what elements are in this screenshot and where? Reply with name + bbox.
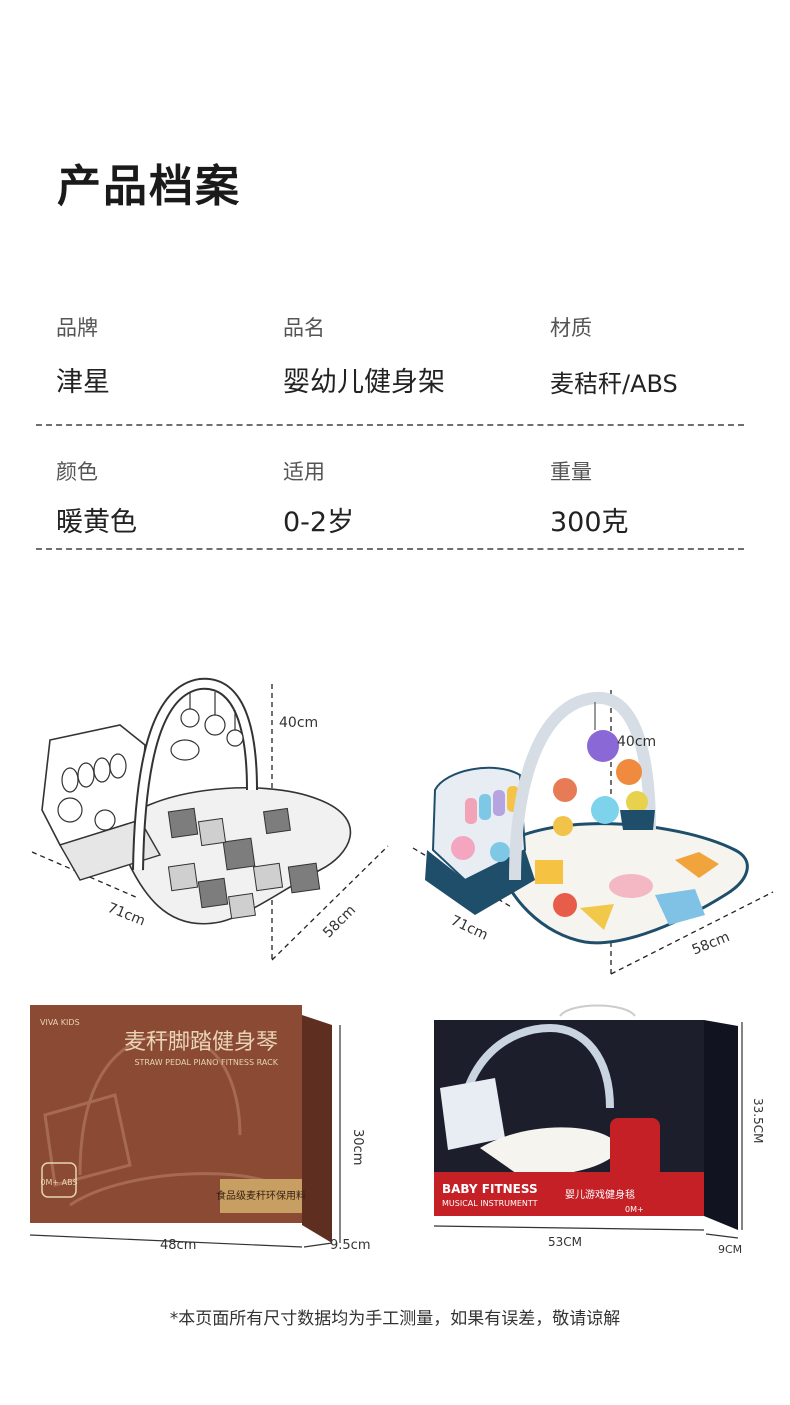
mat-shape-orange bbox=[675, 852, 719, 878]
spec-value: 婴幼儿健身架 bbox=[283, 367, 445, 398]
line-drawing-figure: 40cm 71cm 58cm bbox=[31, 677, 389, 961]
dim-height-label: 40cm bbox=[279, 715, 318, 731]
spec-material: 材质 麦秸秆/ABS bbox=[550, 312, 678, 399]
mat-shape-pink bbox=[609, 874, 653, 898]
mat-shape-yellow bbox=[535, 860, 563, 884]
box-banner bbox=[434, 1172, 704, 1216]
box-age: 0M+ bbox=[625, 1205, 644, 1214]
box-footer-text: 食品级麦秆环保用料 bbox=[216, 1189, 306, 1202]
dim-width-label: 58cm bbox=[320, 902, 359, 941]
spec-color: 颜色 暖黄色 bbox=[56, 456, 137, 539]
hanging-toy-yellow bbox=[626, 791, 648, 813]
spec-brand: 品牌 津星 bbox=[56, 312, 110, 399]
color-box-figure: BABY FITNESS MUSICAL INSTRUMENTT 婴儿游戏健身毯… bbox=[433, 1004, 765, 1256]
box-brand: VIVA KIDS bbox=[40, 1018, 80, 1027]
hanging-toy-blue bbox=[591, 796, 619, 824]
spec-label: 适用 bbox=[283, 460, 325, 484]
spec-value: 暖黄色 bbox=[56, 507, 137, 538]
box-height-label: 33.5CM bbox=[751, 1098, 765, 1143]
dim-width-label: 58cm bbox=[690, 929, 732, 959]
hanging-toy-orange bbox=[553, 778, 577, 802]
spec-label: 颜色 bbox=[56, 460, 98, 484]
spec-value: 300克 bbox=[550, 507, 629, 538]
spec-value: 0-2岁 bbox=[283, 507, 355, 538]
spec-value: 津星 bbox=[56, 367, 110, 398]
box-subtitle: STRAW PEDAL PIANO FITNESS RACK bbox=[134, 1058, 278, 1067]
spec-value: 麦秸秆/ABS bbox=[550, 370, 678, 398]
brown-box-figure: 麦秆脚踏健身琴 STRAW PEDAL PIANO FITNESS RACK V… bbox=[29, 1005, 371, 1253]
spec-label: 品名 bbox=[283, 316, 325, 340]
hanging-toy-purple bbox=[587, 730, 619, 762]
mat-shape-red bbox=[553, 893, 577, 917]
box-depth-label: 9.5cm bbox=[330, 1238, 371, 1253]
dim-height-label: 40cm bbox=[617, 734, 656, 750]
box-width-label: 48cm bbox=[160, 1238, 196, 1253]
spec-label: 品牌 bbox=[56, 316, 98, 340]
dashed-divider bbox=[36, 548, 744, 550]
box-height-label: 30cm bbox=[350, 1129, 365, 1165]
hanging-toy-orange-2 bbox=[616, 759, 642, 785]
dim-length-label: 71cm bbox=[448, 913, 490, 944]
mat-shape-yellow-tri bbox=[580, 904, 614, 930]
age-badge bbox=[41, 1162, 77, 1198]
box-label-cn: 婴儿游戏健身毯 bbox=[565, 1188, 635, 1201]
spec-label: 重量 bbox=[550, 460, 592, 484]
box-label-en-1: BABY FITNESS bbox=[442, 1182, 538, 1196]
spec-label: 材质 bbox=[550, 316, 592, 340]
flower-toy bbox=[451, 836, 475, 860]
box-title: 麦秆脚踏健身琴 bbox=[124, 1030, 278, 1055]
piano-key-pink bbox=[465, 798, 477, 824]
dashed-divider bbox=[36, 424, 744, 426]
box-width-label: 53CM bbox=[548, 1235, 582, 1249]
spec-product-name: 品名 婴幼儿健身架 bbox=[283, 312, 445, 399]
hanging-toy-small bbox=[553, 816, 573, 836]
footnote: *本页面所有尺寸数据均为手工测量，如果有误差，敬请谅解 bbox=[169, 1309, 621, 1329]
gear-toy bbox=[490, 842, 510, 862]
spec-weight: 重量 300克 bbox=[550, 456, 629, 539]
page-title: 产品档案 bbox=[57, 161, 241, 212]
color-gym-figure: 40cm 71cm 58cm bbox=[412, 690, 774, 975]
piano-key-purple bbox=[493, 790, 505, 816]
dim-length-label: 71cm bbox=[105, 900, 147, 930]
age-badge-text: 0M+ ABS bbox=[40, 1178, 77, 1187]
mat-shape-blue bbox=[655, 889, 705, 925]
spec-age: 适用 0-2岁 bbox=[283, 456, 354, 539]
box-side bbox=[704, 1020, 738, 1230]
arch-foot bbox=[620, 810, 655, 830]
piano-key-blue bbox=[479, 794, 491, 820]
box-depth-label: 9CM bbox=[718, 1243, 742, 1256]
phone-graphic bbox=[610, 1118, 660, 1178]
box-footer-label bbox=[220, 1179, 302, 1213]
box-label-en-2: MUSICAL INSTRUMENTT bbox=[442, 1199, 538, 1208]
